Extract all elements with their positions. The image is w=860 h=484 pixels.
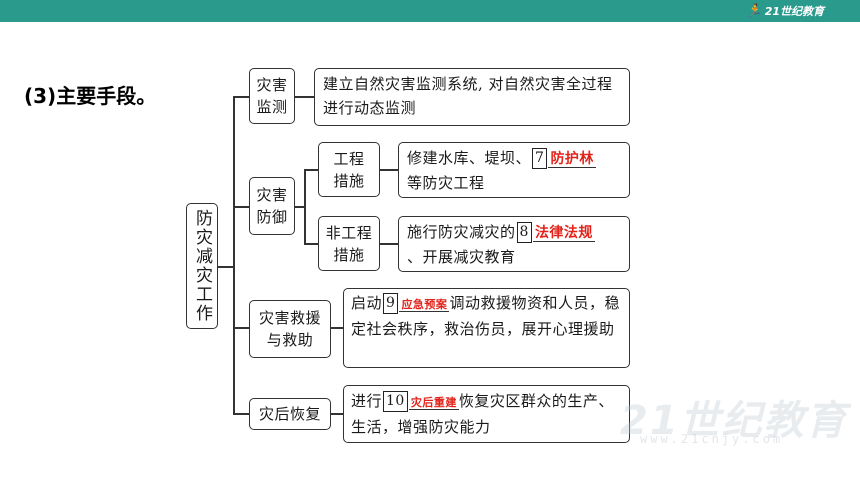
root-box: 防灾减灾工作	[186, 203, 218, 329]
brand-logo: 🏃 21世纪教育	[746, 3, 825, 19]
branch-recovery-label: 灾后恢复	[258, 405, 321, 423]
rescue-text-post: 调动救援物资和人员，稳定社会秩序，救治伤员，展开心理援助	[351, 294, 620, 338]
rescue-text-pre: 启动	[351, 294, 383, 312]
engineering-text-pre: 修建水库、堤坝、	[407, 149, 532, 167]
branch-defense-label-box: 灾害 防御	[249, 177, 295, 235]
answer-7: 防护林	[548, 151, 596, 168]
branch-defense-label: 灾害 防御	[256, 186, 288, 226]
connector	[380, 169, 398, 171]
connector	[295, 206, 305, 208]
engineering-text-post: 等防灾工程	[407, 174, 485, 192]
connector	[331, 413, 343, 415]
answer-10: 灾后重建	[408, 396, 459, 410]
engineering-label-box: 工程 措施	[318, 142, 380, 197]
non-engineering-label-box: 非工程 措施	[318, 216, 380, 271]
non-engineering-text-post: 、开展减灾教育	[407, 248, 516, 266]
logo-text: 21世纪教育	[764, 5, 824, 18]
connector	[233, 96, 235, 414]
connector	[233, 96, 249, 98]
answer-9: 应急预案	[399, 298, 450, 312]
non-engineering-text-pre: 施行防灾减灾的	[407, 223, 516, 241]
connector	[218, 266, 234, 268]
engineering-label: 工程 措施	[333, 149, 365, 190]
connector	[295, 96, 314, 98]
branch-monitoring-label-box: 灾害 监测	[249, 68, 295, 124]
runner-icon: 🏃	[745, 3, 762, 19]
top-bar	[0, 0, 860, 22]
branch-recovery-label-box: 灾后恢复	[249, 398, 331, 430]
monitoring-text: 建立自然灾害监测系统, 对自然灾害全过程进行动态监测	[323, 75, 613, 117]
connector	[304, 169, 306, 243]
branch-monitoring-content: 建立自然灾害监测系统, 对自然灾害全过程进行动态监测	[314, 68, 630, 126]
connector	[304, 243, 318, 245]
branch-rescue-label-box: 灾害救援 与救助	[249, 300, 331, 358]
answer-8: 法律法规	[532, 225, 595, 242]
connector	[304, 169, 318, 171]
connector	[233, 413, 249, 415]
connector	[380, 243, 398, 245]
blank-number-8: 8	[516, 222, 532, 243]
watermark-url: www.21cnjy.com	[640, 432, 784, 446]
branch-rescue-label: 灾害救援 与救助	[258, 309, 321, 349]
watermark-logo: 21世纪教育	[620, 398, 848, 444]
section-heading: (3)主要手段。	[24, 84, 157, 108]
recovery-text-post: 恢复灾区群众的生产、生活，增强防灾能力	[351, 392, 614, 436]
branch-monitoring-label: 灾害 监测	[256, 76, 288, 116]
connector	[233, 206, 249, 208]
connector	[331, 327, 343, 329]
root-label: 防灾减灾工作	[192, 209, 212, 323]
connector	[233, 327, 249, 329]
recovery-text-pre: 进行	[351, 392, 383, 410]
blank-number-9: 9	[383, 293, 399, 314]
blank-number-7: 7	[532, 148, 548, 169]
blank-number-10: 10	[383, 391, 408, 412]
non-engineering-label: 非工程 措施	[325, 223, 373, 264]
